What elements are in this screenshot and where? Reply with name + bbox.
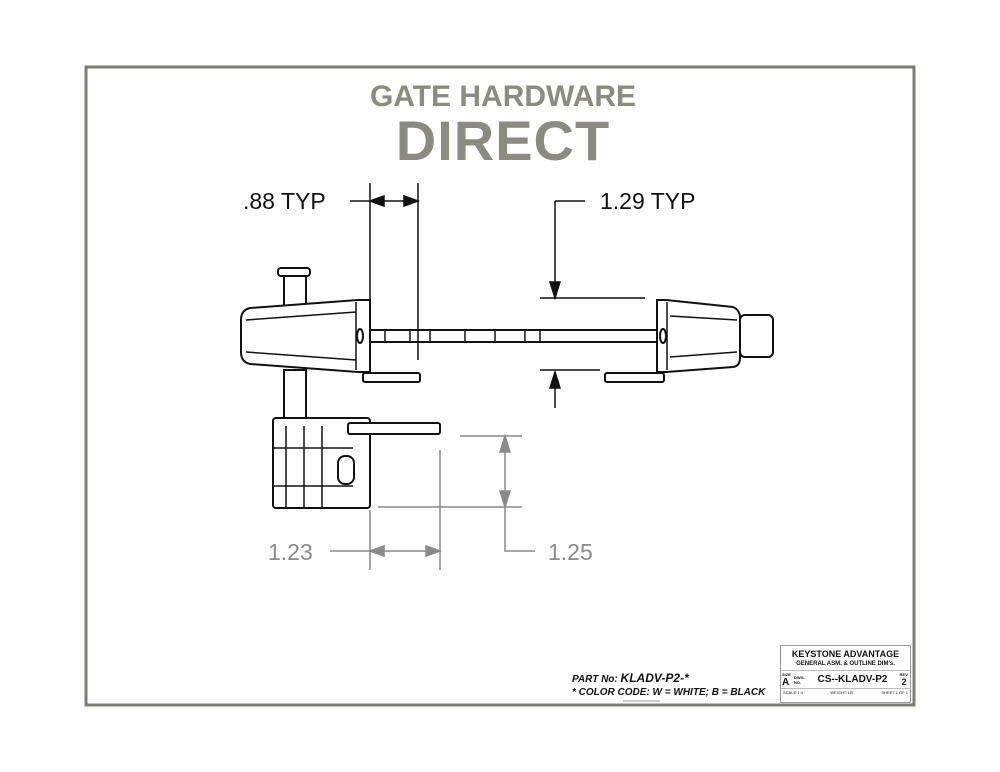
company: KEYSTONE ADVANTAGE	[791, 649, 900, 659]
right-body	[656, 299, 741, 373]
left-body	[240, 299, 371, 373]
dim-bottom-left: 1.23	[268, 539, 313, 565]
size: A	[782, 676, 790, 688]
bar	[369, 329, 658, 343]
sheet-frame	[84, 65, 916, 707]
title-block: KEYSTONE ADVANTAGE GENERAL ASM. & OUTLIN…	[780, 645, 911, 703]
scale: SCALE:1:4	[783, 690, 803, 695]
color-code: * COLOR CODE: W = WHITE; B = BLACK	[572, 687, 766, 698]
dim-top-left: .88 TYP	[243, 188, 326, 214]
part-value: KLADV-P2-*	[620, 671, 689, 685]
dwg-label: DWG. NO.	[794, 674, 805, 685]
dim-bottom-right: 1.25	[548, 539, 593, 565]
catch-tongue	[347, 422, 441, 435]
dim-top-right: 1.29 TYP	[600, 188, 696, 214]
latch-assembly	[240, 267, 774, 509]
dwg-number: CS--KLADV-P2	[817, 673, 888, 685]
knob-post-lower	[283, 369, 307, 421]
size-label: SIZE	[782, 671, 791, 677]
part-number: PART No: KLADV-P2-*	[572, 671, 689, 687]
right-cap	[739, 314, 774, 358]
rev: 2	[901, 677, 907, 687]
description: GENERAL ASM. & OUTLINE DIM's.	[796, 661, 895, 667]
brand-line-2: DIRECT	[395, 109, 611, 172]
weight: WEIGHT: LB.	[830, 690, 854, 695]
rev-label: REV.	[899, 672, 909, 677]
right-bracket	[604, 372, 665, 383]
sheet: SHEET 1 OF 1	[881, 690, 908, 695]
catch-slot	[337, 455, 355, 485]
dimension-lines-gray	[330, 433, 535, 570]
knob-cap	[277, 267, 311, 277]
part-label: PART No:	[572, 674, 618, 685]
brand-line-1: GATE HARDWARE	[369, 80, 637, 113]
dimension-lines-black	[350, 183, 645, 408]
left-bracket	[362, 372, 421, 383]
